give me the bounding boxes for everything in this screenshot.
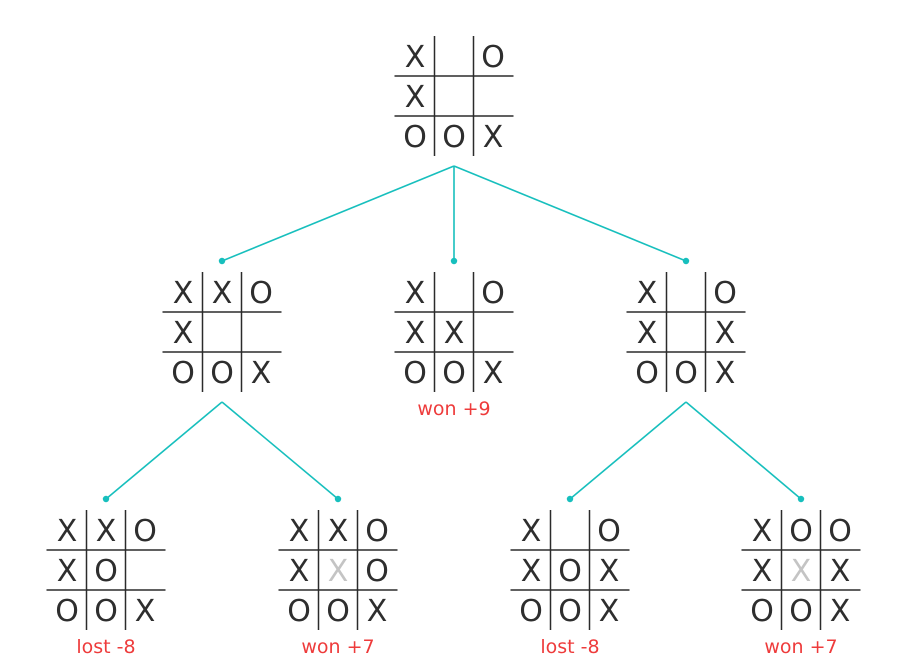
cell-mark-o: O [597,514,621,549]
cell-mark-o: O [519,594,543,629]
cell-mark-o: O [365,554,389,589]
outcome-label: won +9 [417,398,490,420]
cell-mark-o: O [789,514,813,549]
cell-mark-x: X [483,356,504,391]
outcome-label: won +7 [764,636,837,658]
tree-node-dot-right-right [797,495,805,503]
cell-mark-x: X [405,80,426,115]
cell-mark-o: O [481,276,505,311]
tree-edge-left-to-left-left [105,401,223,500]
cell-mark-o: O [365,514,389,549]
cell-mark-x: X [212,276,233,311]
cell-mark-o: O [442,356,466,391]
cell-mark-o: O [635,356,659,391]
cell-mark-o: O [558,554,582,589]
cell-mark-x: X [328,514,349,549]
cell-mark-o: O [94,594,118,629]
cell-mark-o: O [403,356,427,391]
cell-mark-x: X [637,276,658,311]
cell-mark-x: X [367,594,388,629]
tree-node-dot-middle [450,257,458,265]
cell-mark-x: X [715,316,736,351]
cell-mark-o: O [171,356,195,391]
cell-mark-o: O [249,276,273,311]
tree-node-dot-left [218,257,226,265]
tree-node-dot-left-right [334,495,342,503]
cell-mark-x: X [57,514,78,549]
cell-mark-x: X [96,514,117,549]
tree-edge-left-to-left-right [221,401,339,500]
outcome-label: lost -8 [540,636,599,658]
cell-mark-x: X [173,276,194,311]
tree-edge-right-to-right-right [685,401,802,500]
cell-mark-x: X [752,554,773,589]
cell-mark-x: X [405,40,426,75]
cell-mark-o: O [442,120,466,155]
cell-mark-o: O [133,514,157,549]
cell-mark-x: X [483,120,504,155]
tree-node-dot-left-left [102,495,110,503]
cell-mark-o: O [94,554,118,589]
cell-mark-x: X [521,514,542,549]
cell-mark-x: X [637,316,658,351]
cell-mark-x: X [830,594,851,629]
cell-mark-o: O [674,356,698,391]
cell-mark-o: O [713,276,737,311]
cell-mark-o: O [558,594,582,629]
tree-node-dot-right [682,257,690,265]
tree-edge-root-to-left [221,165,455,262]
cell-mark-x: X [444,316,465,351]
cell-mark-x: X [599,554,620,589]
cell-mark-x: X [405,316,426,351]
cell-mark-o: O [828,514,852,549]
cell-mark-o: O [403,120,427,155]
tree-edge-right-to-right-left [569,401,687,500]
outcome-label: lost -8 [76,636,135,658]
cell-mark-x: X [791,554,812,589]
cell-mark-x: X [521,554,542,589]
cell-mark-o: O [287,594,311,629]
cell-mark-x: X [289,554,310,589]
tree-edges [102,165,805,503]
cell-mark-x: X [752,514,773,549]
cell-mark-x: X [135,594,156,629]
cell-mark-x: X [405,276,426,311]
cell-mark-o: O [326,594,350,629]
cell-mark-x: X [715,356,736,391]
tree-edge-root-to-right [453,165,687,262]
cell-mark-o: O [481,40,505,75]
cell-mark-x: X [830,554,851,589]
cell-mark-x: X [57,554,78,589]
cell-mark-x: X [173,316,194,351]
cell-mark-o: O [789,594,813,629]
cell-mark-x: X [289,514,310,549]
cell-mark-x: X [251,356,272,391]
cell-mark-o: O [210,356,234,391]
cell-mark-o: O [750,594,774,629]
cell-mark-x: X [599,594,620,629]
tree-node-dot-right-left [566,495,574,503]
cell-mark-x: X [328,554,349,589]
cell-mark-o: O [55,594,79,629]
outcome-label: won +7 [301,636,374,658]
